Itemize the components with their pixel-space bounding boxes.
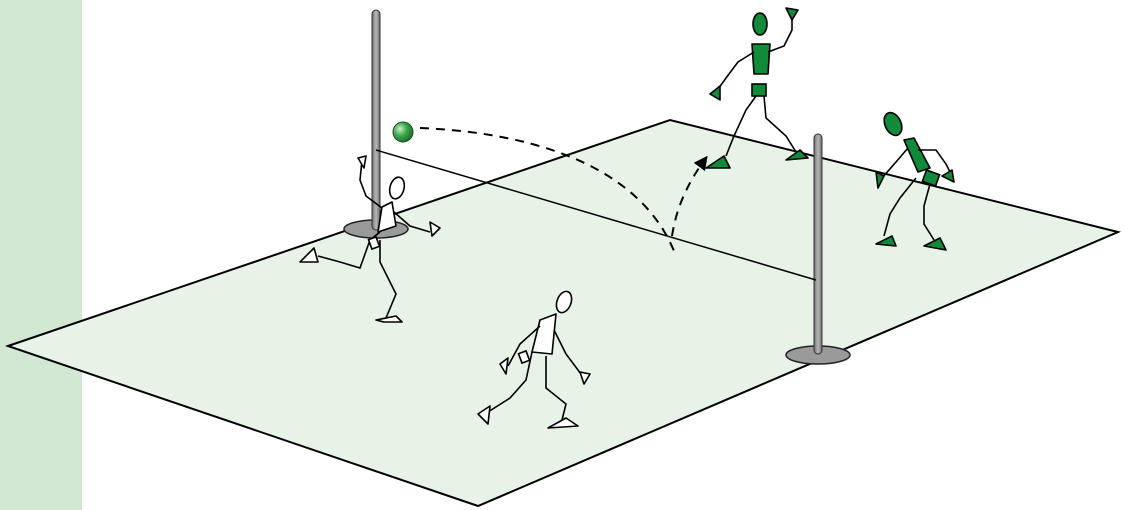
pole-right [814,134,822,354]
ball-icon [393,122,413,142]
pole-left [372,10,380,230]
